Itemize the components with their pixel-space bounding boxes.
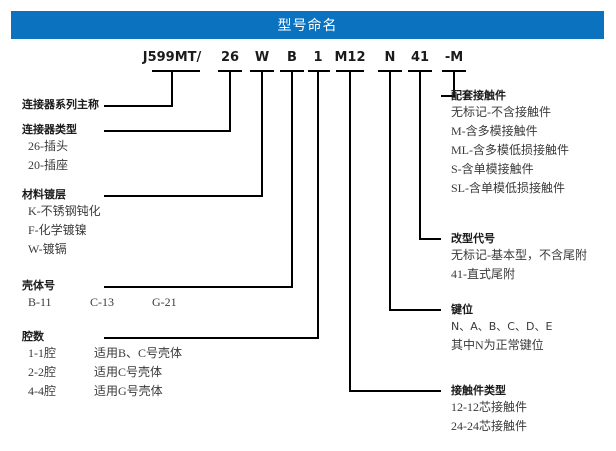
supplied-contacts-row-2: ML-含多模低损接触件: [451, 143, 569, 157]
supplied-contacts-row-4: SL-含单模低损接触件: [451, 181, 566, 195]
keying-row-1: 其中N为正常键位: [451, 338, 544, 352]
left-block-plating: 材料镀层 K-不锈钢钝化 F-化学镀镍 W-镀镉: [22, 188, 101, 259]
left-block-series-title: 连接器系列主称: [22, 98, 99, 111]
right-block-supplied-contacts-title: 配套接触件: [451, 89, 506, 102]
contact-type-row-0: 12-12芯接触件: [451, 400, 527, 414]
left-block-plating-row-2: W-镀镉: [28, 242, 67, 256]
left-block-plating-row-1: F-化学镀镍: [28, 223, 87, 237]
left-block-plating-row-0: K-不锈钢钝化: [28, 204, 101, 218]
cavity-desc-0: 适用B、C号壳体: [94, 346, 183, 360]
supplied-contacts-row-1: M-含多模接触件: [451, 124, 538, 138]
cavity-desc-2: 适用G号壳体: [94, 384, 163, 398]
left-block-plating-title: 材料镀层: [22, 188, 66, 201]
right-block-variant-code: 改型代号 无标记-基本型，不含尾附 41-直式尾附: [451, 232, 587, 284]
page-title: 型号命名: [277, 18, 338, 34]
part-number-segment-keying: N: [384, 50, 396, 65]
part-number-segment-variant: 41: [410, 50, 430, 65]
part-number-segment-supplied: -M: [444, 50, 464, 65]
shell-size-code-0: B-11: [28, 295, 52, 309]
part-number-row: J599MT/ 26 W B 1 M12 N 41 -M: [0, 50, 616, 70]
cavity-code-0: 1-1腔: [28, 346, 56, 360]
left-block-cavity-count-row-1: 2-2腔 适用C号壳体: [22, 363, 182, 382]
left-block-cavity-count: 腔数 1-1腔 适用B、C号壳体 2-2腔 适用C号壳体 4-4腔 适用G号壳体: [22, 330, 182, 401]
part-number-segment-contact: M12: [334, 50, 366, 65]
part-number-segment-series: J599MT/: [142, 50, 202, 65]
cavity-desc-1: 适用C号壳体: [94, 365, 163, 379]
cavity-code-2: 4-4腔: [28, 384, 56, 398]
keying-row-0: N、A、B、C、D、E: [451, 320, 553, 333]
left-block-shell-size-title: 壳体号: [22, 279, 55, 292]
part-number-segment-cavity: 1: [313, 50, 323, 65]
left-block-connector-type-row-0: 26-插头: [28, 139, 68, 153]
right-block-keying: 键位 N、A、B、C、D、E 其中N为正常键位: [451, 303, 552, 355]
left-block-connector-type-title: 连接器类型: [22, 123, 77, 136]
contact-type-row-1: 24-24芯接触件: [451, 419, 527, 433]
right-block-supplied-contacts: 配套接触件 无标记-不含接触件 M-含多模接触件 ML-含多模低损接触件 S-含…: [451, 89, 569, 198]
part-number-segment-type: 26: [220, 50, 240, 65]
cavity-code-1: 2-2腔: [28, 365, 56, 379]
left-block-cavity-count-row-0: 1-1腔 适用B、C号壳体: [22, 344, 182, 363]
right-block-contact-type: 接触件类型 12-12芯接触件 24-24芯接触件: [451, 384, 527, 436]
left-block-connector-type-row-1: 20-插座: [28, 158, 68, 172]
supplied-contacts-row-3: S-含单模接触件: [451, 162, 534, 176]
variant-code-row-0: 无标记-基本型，不含尾附: [451, 248, 587, 262]
left-block-shell-size: 壳体号 B-11 C-13 G-21: [22, 279, 177, 312]
header-bar: 型号命名: [11, 11, 604, 39]
left-block-series: 连接器系列主称: [22, 98, 99, 112]
right-block-keying-title: 键位: [451, 303, 473, 316]
right-block-variant-code-title: 改型代号: [451, 232, 495, 245]
left-block-cavity-count-row-2: 4-4腔 适用G号壳体: [22, 382, 182, 401]
left-block-shell-size-row-0: B-11 C-13 G-21: [22, 293, 177, 312]
variant-code-row-1: 41-直式尾附: [451, 267, 515, 281]
part-number-segment-plating: W: [254, 50, 270, 65]
left-block-cavity-count-title: 腔数: [22, 330, 44, 343]
shell-size-code-2: G-21: [152, 295, 177, 309]
right-block-contact-type-title: 接触件类型: [451, 384, 506, 397]
left-block-connector-type: 连接器类型 26-插头 20-插座: [22, 123, 77, 175]
supplied-contacts-row-0: 无标记-不含接触件: [451, 105, 551, 119]
part-number-segment-shell: B: [287, 50, 297, 65]
shell-size-code-1: C-13: [90, 295, 114, 309]
